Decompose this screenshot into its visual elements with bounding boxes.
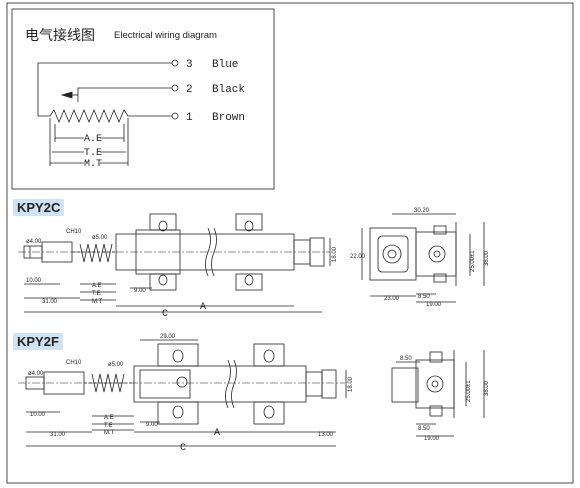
- wire-2: [77, 87, 172, 102]
- kpy2c-dim-d4: ø4.00: [26, 239, 42, 245]
- kpy2c-dim-d18: 18.00: [332, 246, 338, 262]
- kpy2f-dim-ae: A.E: [104, 415, 114, 421]
- sheet-border: [6, 2, 574, 484]
- kpy2f-dim-d25: 25.00±1: [466, 380, 472, 402]
- kpy2c-dim-d30: 30.20: [414, 208, 430, 214]
- terminal-1: [171, 112, 179, 120]
- kpy2f-dim-a: A: [214, 428, 220, 439]
- range-te: T.E: [84, 148, 102, 159]
- kpy2f-dim-mt: M.T: [104, 430, 115, 436]
- range-mt: M.T: [84, 159, 102, 170]
- resistor: [38, 108, 172, 124]
- kpy2c-dim-d10: 10.00: [26, 278, 42, 284]
- kpy2c-dim-d9: 9.00: [134, 288, 146, 294]
- kpy2f-dim-d38: 38.00: [484, 380, 490, 396]
- kpy2f-label: KPY2F: [13, 333, 63, 350]
- range-ae: A.E: [84, 134, 102, 145]
- kpy2c-dim-d31: 31.00: [42, 299, 58, 305]
- kpy2c-dim-d19: 19.00: [426, 302, 442, 308]
- kpy2f-body: [133, 365, 307, 403]
- wiring-title-cn: 电气接线图: [25, 27, 95, 43]
- kpy2f-dim-d5: ø5.00: [108, 362, 124, 368]
- kpy2f-dim-d29: 29.00: [160, 334, 176, 340]
- kpy2f-dim-d4: ø4.00: [28, 371, 44, 377]
- kpy2c-dim-d22: 22.00: [350, 254, 366, 260]
- kpy2f-dim-d13: 13.00: [318, 432, 334, 438]
- kpy2f-dim-d10: 10.00: [30, 412, 46, 418]
- kpy2c-dim-mt: M.T: [92, 299, 103, 305]
- kpy2f-dim-ch: CH10: [66, 360, 82, 366]
- wire-3: [37, 62, 172, 116]
- kpy2c-dim-d850: 8.50: [418, 294, 430, 300]
- wiring-box: [11, 8, 275, 190]
- kpy2f-dim-d18: 18.00: [348, 376, 354, 392]
- kpy2c-spring: [79, 243, 113, 263]
- terminal-2-num: 2: [186, 84, 193, 96]
- kpy2f-dim-te: T.E: [104, 423, 113, 429]
- kpy2c-dim-c: C: [162, 309, 168, 320]
- kpy2f-dim-d850b: 8.50: [418, 426, 430, 432]
- terminal-1-num: 1: [186, 112, 193, 124]
- kpy2f-side-view: [18, 339, 347, 447]
- terminal-1-label: Brown: [212, 112, 245, 124]
- kpy2c-end-view: [361, 213, 485, 303]
- terminal-2: [171, 84, 179, 92]
- terminal-2-label: Black: [212, 84, 245, 96]
- kpy2c-side-view: [18, 213, 331, 313]
- kpy2f-dim-d19: 19.00: [424, 436, 440, 442]
- kpy2f-dim-d9: 9.00: [146, 422, 158, 428]
- kpy2c-dim-te: T.E: [92, 291, 101, 297]
- kpy2c-dim-a: A: [200, 302, 206, 313]
- kpy2c-dim-d38: 38.00: [484, 250, 490, 266]
- kpy2c-dim-d23: 23.00: [384, 296, 400, 302]
- kpy2c-label: KPY2C: [13, 199, 65, 216]
- terminal-3: [171, 59, 179, 67]
- kpy2c-dim-d5: ø5.00: [92, 235, 108, 241]
- kpy2c-dim-ae: A.E: [92, 283, 102, 289]
- kpy2f-dim-d31: 31.00: [50, 432, 66, 438]
- kpy2f-dim-d850: 8.50: [400, 356, 412, 362]
- wiring-title-en: Electrical wiring diagram: [114, 30, 217, 41]
- kpy2f-end-view: [391, 350, 485, 437]
- kpy2f-dim-c: C: [180, 443, 186, 454]
- kpy2f-spring: [91, 373, 125, 393]
- terminal-3-num: 3: [186, 59, 193, 71]
- terminal-3-label: Blue: [212, 59, 238, 71]
- kpy2c-dim-ch: CH10: [66, 229, 82, 235]
- wiper-arrow: [60, 91, 73, 99]
- kpy2c-dim-d25: 25.00±1: [470, 250, 476, 272]
